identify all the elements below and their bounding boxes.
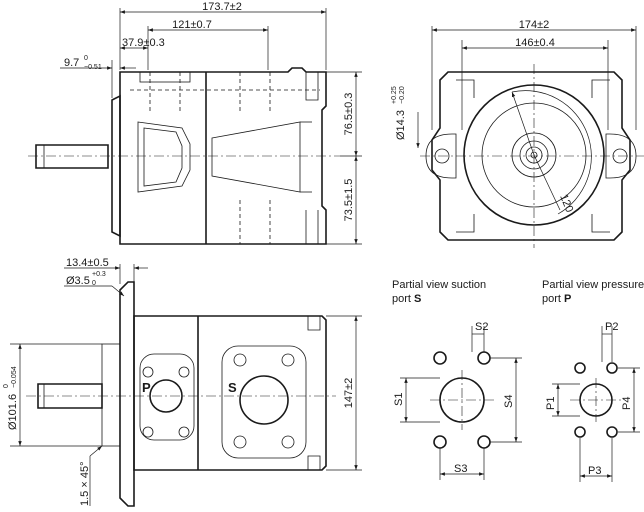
pressure-title-line2: port [542,293,564,305]
dim-13-4: 13.4±0.5 [66,257,109,269]
front-view-shaft [35,144,109,169]
dim-pilot: Ø101.6 [7,394,19,430]
dim-s2: S2 [475,321,488,333]
dim-bolt-spacing: 146±0.4 [515,37,555,49]
dim-9-7-tol-upper: 0 [84,55,88,62]
partial-view-pressure: Partial view pressure port P P2 P1 P4 P3 [542,279,644,482]
pressure-port-label: P [142,380,151,395]
top-view-body [133,315,327,471]
dim-3-5-tol-lower: 0 [92,280,96,287]
dim-pilot-tol-upper: 0 [3,384,10,388]
top-view-shaft [37,383,103,409]
dim-9-7: 9.7 [64,57,79,69]
pressure-title-line1: Partial view pressure [542,279,644,291]
dim-3-5: Ø3.5 [66,275,90,287]
dim-s4: S4 [503,395,515,408]
front-view-flange [111,94,121,238]
svg-text:port P: port P [542,293,571,305]
dim-total-length: 173.7±2 [202,1,242,13]
side-view-outline [431,71,631,241]
side-view: 120 174±2 146±0.4 Ø14.3 +0.25 −0.20 [391,19,644,248]
dim-76-5: 76.5±0.3 [343,93,355,136]
suction-port-label: S [228,380,237,395]
top-view-flange [119,281,135,507]
front-view: 173.7±2 121±0.7 37.9±0.3 9.7 0 −0.51 76.… [28,1,362,245]
dim-p1: P1 [545,397,557,410]
dim-9-7-tol-lower: −0.51 [84,64,102,71]
suction-title-line2: port [392,293,414,305]
dim-pilot-tol-lower: −0.054 [11,366,18,388]
dim-s1: S1 [393,393,405,406]
dim-angle-120: 120 [557,193,575,215]
dim-height: 147±2 [343,378,355,409]
dim-37-9: 37.9±0.3 [122,37,165,49]
suction-title-line1: Partial view suction [392,279,486,291]
partial-view-suction: Partial view suction port S S2 S1 S4 S3 [392,279,522,480]
dim-bolt-hole-tol-lower: −0.20 [399,86,406,104]
dim-73-5: 73.5±1.5 [343,179,355,222]
dim-p4: P4 [621,397,633,410]
dim-3-5-tol-upper: +0.3 [92,271,106,278]
top-view: P S 13.4±0.5 Ø3.5 +0.3 0 Ø101.6 0 −0.054 [3,257,362,507]
dim-p2: P2 [605,321,618,333]
dim-s3: S3 [454,463,467,475]
dim-121: 121±0.7 [172,19,212,31]
dim-chamfer: 1.5 × 45° [79,462,91,506]
svg-text:port S: port S [392,293,421,305]
dim-p3: P3 [588,465,601,477]
dim-bolt-hole: Ø14.3 [395,110,407,140]
dim-side-width: 174±2 [519,19,550,31]
suction-title-letter: S [414,293,421,305]
dim-bolt-hole-tol-upper: +0.25 [391,86,398,104]
pressure-title-letter: P [564,293,571,305]
